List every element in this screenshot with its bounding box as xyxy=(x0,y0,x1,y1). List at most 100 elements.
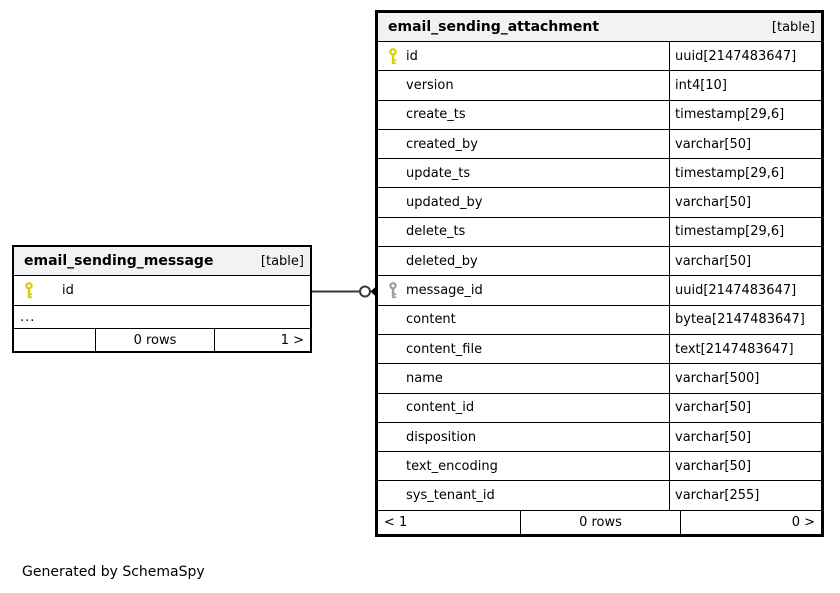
table-tag: [table] xyxy=(771,19,815,35)
table-header-email-sending-attachment[interactable]: email_sending_attachment [table] xyxy=(378,13,821,42)
column-name-cell: id xyxy=(378,42,670,71)
footer-row-count: 0 rows xyxy=(96,329,215,351)
table-email-sending-attachment[interactable]: email_sending_attachment [table] id uuid[… xyxy=(375,10,824,537)
column-type-cell: varchar[255] xyxy=(675,488,760,504)
empty-key-slot xyxy=(388,136,398,153)
column-type-cell: varchar[500] xyxy=(675,370,760,386)
column-row-id[interactable]: id uuid[2147483647] xyxy=(378,42,821,72)
empty-key-slot xyxy=(388,341,398,358)
column-row-delete_ts[interactable]: delete_ts timestamp[29,6] xyxy=(378,217,821,248)
column-name-cell: version xyxy=(378,71,670,100)
column-row-version[interactable]: version int4[10] xyxy=(378,71,821,101)
column-name-cell: text_encoding xyxy=(378,452,670,481)
column-type-cell: bytea[2147483647] xyxy=(675,312,805,328)
column-type-cell: varchar[50] xyxy=(675,400,752,416)
column-name-label: id xyxy=(406,48,418,64)
column-type-cell: varchar[50] xyxy=(675,458,752,474)
footer-children-count: 0 > xyxy=(791,514,815,530)
table-header-email-sending-message[interactable]: email_sending_message [table] xyxy=(14,247,310,276)
hidden-columns-row[interactable]: ... xyxy=(14,306,310,329)
column-name-label: deleted_by xyxy=(406,253,478,269)
table-email-sending-message[interactable]: email_sending_message [table] id... 0 ro… xyxy=(12,245,312,353)
empty-key-slot xyxy=(388,194,398,211)
column-name-cell: deleted_by xyxy=(378,247,670,276)
column-row-deleted_by[interactable]: deleted_by varchar[50] xyxy=(378,247,821,277)
column-name-label: update_ts xyxy=(406,165,471,181)
footer-left-cell xyxy=(14,329,96,351)
empty-key-slot xyxy=(388,487,398,504)
column-name-label: message_id xyxy=(406,283,483,299)
column-type-cell: uuid[2147483647] xyxy=(675,48,797,64)
empty-key-slot xyxy=(388,106,398,123)
column-name-label: content_id xyxy=(406,400,475,416)
column-name-cell: id xyxy=(14,276,310,305)
footer-children-count: 1 > xyxy=(280,332,304,348)
column-row-content_file[interactable]: content_file text[2147483647] xyxy=(378,334,821,365)
column-name-cell: content_id xyxy=(378,393,670,422)
column-name-cell: name xyxy=(378,364,670,393)
column-name-cell: disposition xyxy=(378,422,670,452)
column-type-cell: timestamp[29,6] xyxy=(675,224,785,240)
column-row-content_id[interactable]: content_id varchar[50] xyxy=(378,393,821,423)
column-name-label: create_ts xyxy=(406,107,466,123)
connector-circle-terminator xyxy=(359,285,371,298)
table-rows: id uuid[2147483647] version int4[10] create_… xyxy=(378,42,821,511)
generated-by-note: Generated by SchemaSpy xyxy=(22,564,205,580)
empty-key-slot xyxy=(388,77,398,94)
ellipsis-label: ... xyxy=(20,309,36,325)
column-type-cell: uuid[2147483647] xyxy=(675,283,797,299)
column-name-label: sys_tenant_id xyxy=(406,488,495,504)
primary-key-icon xyxy=(388,47,398,65)
empty-key-slot xyxy=(388,399,398,416)
column-type-cell: timestamp[29,6] xyxy=(675,165,785,181)
column-type-cell: varchar[50] xyxy=(675,253,752,269)
empty-key-slot xyxy=(388,311,398,328)
column-name-cell: created_by xyxy=(378,129,670,159)
column-row-id[interactable]: id xyxy=(14,276,310,306)
column-row-updated_by[interactable]: updated_by varchar[50] xyxy=(378,188,821,218)
table-footer: 0 rows 1 > xyxy=(14,329,310,351)
column-name-label: updated_by xyxy=(406,195,483,211)
column-type-cell: int4[10] xyxy=(675,77,727,93)
empty-key-slot xyxy=(388,223,398,240)
empty-key-slot xyxy=(388,458,398,475)
column-type-cell: timestamp[29,6] xyxy=(675,107,785,123)
column-row-update_ts[interactable]: update_ts timestamp[29,6] xyxy=(378,159,821,189)
empty-key-slot xyxy=(388,165,398,182)
column-name-cell: content xyxy=(378,305,670,334)
column-row-disposition[interactable]: disposition varchar[50] xyxy=(378,422,821,453)
column-name-label: delete_ts xyxy=(406,224,466,240)
column-row-message_id[interactable]: message_id uuid[2147483647] xyxy=(378,276,821,306)
table-rows: id... xyxy=(14,276,310,329)
column-type-cell: text[2147483647] xyxy=(675,341,794,357)
column-row-create_ts[interactable]: create_ts timestamp[29,6] xyxy=(378,100,821,130)
column-name-cell: message_id xyxy=(378,276,670,305)
column-name-cell: delete_ts xyxy=(378,217,670,247)
column-name-label: content_file xyxy=(406,341,483,357)
column-name-label: created_by xyxy=(406,136,478,152)
table-title[interactable]: email_sending_message xyxy=(24,253,214,269)
column-type-cell: varchar[50] xyxy=(675,429,752,445)
column-name-label: name xyxy=(406,370,443,386)
column-row-name[interactable]: name varchar[500] xyxy=(378,364,821,394)
column-row-created_by[interactable]: created_by varchar[50] xyxy=(378,129,821,160)
table-title[interactable]: email_sending_attachment xyxy=(388,19,600,35)
relationship-connector xyxy=(312,284,378,299)
column-name-cell: create_ts xyxy=(378,100,670,129)
column-name-cell: sys_tenant_id xyxy=(378,481,670,510)
column-type-cell: varchar[50] xyxy=(675,195,752,211)
column-row-content[interactable]: content bytea[2147483647] xyxy=(378,305,821,335)
table-tag: [table] xyxy=(260,253,304,269)
column-name-label: text_encoding xyxy=(406,458,498,474)
column-type-cell: varchar[50] xyxy=(675,136,752,152)
column-name-cell: content_file xyxy=(378,334,670,364)
column-row-text_encoding[interactable]: text_encoding varchar[50] xyxy=(378,452,821,482)
column-name-label: content xyxy=(406,312,456,328)
primary-key-icon xyxy=(24,282,34,299)
footer-row-count: 0 rows xyxy=(521,510,681,534)
column-name-label: version xyxy=(406,77,454,93)
column-row-sys_tenant_id[interactable]: sys_tenant_id varchar[255] xyxy=(378,481,821,511)
column-name-cell: updated_by xyxy=(378,188,670,217)
empty-key-slot xyxy=(388,429,398,446)
empty-key-slot xyxy=(388,370,398,387)
